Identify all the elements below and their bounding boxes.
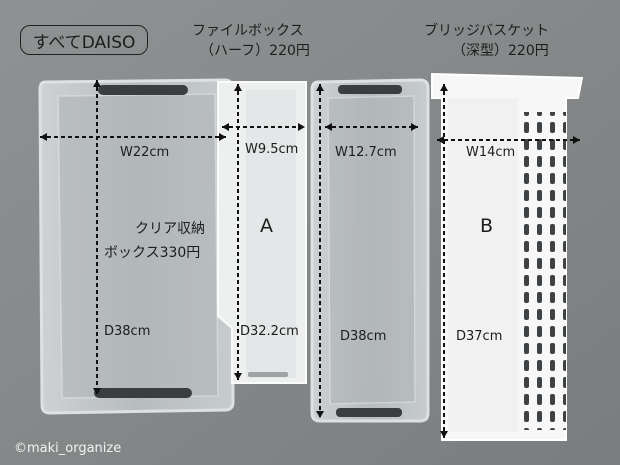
clear-storage-box <box>38 78 235 415</box>
clear-slim-box <box>310 78 430 423</box>
photo-credit: ©maki_organize <box>14 441 122 456</box>
file-box-half <box>217 81 307 384</box>
bridge-basket-variant: （深型）220円 <box>452 43 549 59</box>
depth-label-3: D38cm <box>340 329 387 344</box>
dimension-arrowheads <box>40 80 580 438</box>
handle-slot <box>338 85 402 94</box>
width-label-4: W14cm <box>466 145 516 160</box>
marker-b: B <box>480 215 494 237</box>
depth-label-2: D32.2cm <box>240 324 299 339</box>
file-box-name: ファイルボックス <box>192 23 304 39</box>
marker-a: A <box>260 215 273 237</box>
clear-box-name-line2: ボックス330円 <box>104 245 201 261</box>
bridge-basket-deep <box>431 72 584 441</box>
file-box-variant: （ハーフ）220円 <box>200 43 310 59</box>
width-label-2: W9.5cm <box>245 142 299 157</box>
width-label-1: W22cm <box>120 145 170 160</box>
depth-label-1: D38cm <box>104 324 151 339</box>
clear-box-name-line1: クリア収納 <box>135 221 205 237</box>
width-label-3: W12.7cm <box>335 145 397 160</box>
all-daiso-badge: すべてDAISO <box>20 25 148 55</box>
handle-slot <box>336 408 402 417</box>
handle-slot <box>98 85 188 95</box>
depth-label-4: D37cm <box>456 329 503 344</box>
bridge-basket-name: ブリッジバスケット <box>424 23 550 39</box>
handle-slot <box>94 388 192 398</box>
